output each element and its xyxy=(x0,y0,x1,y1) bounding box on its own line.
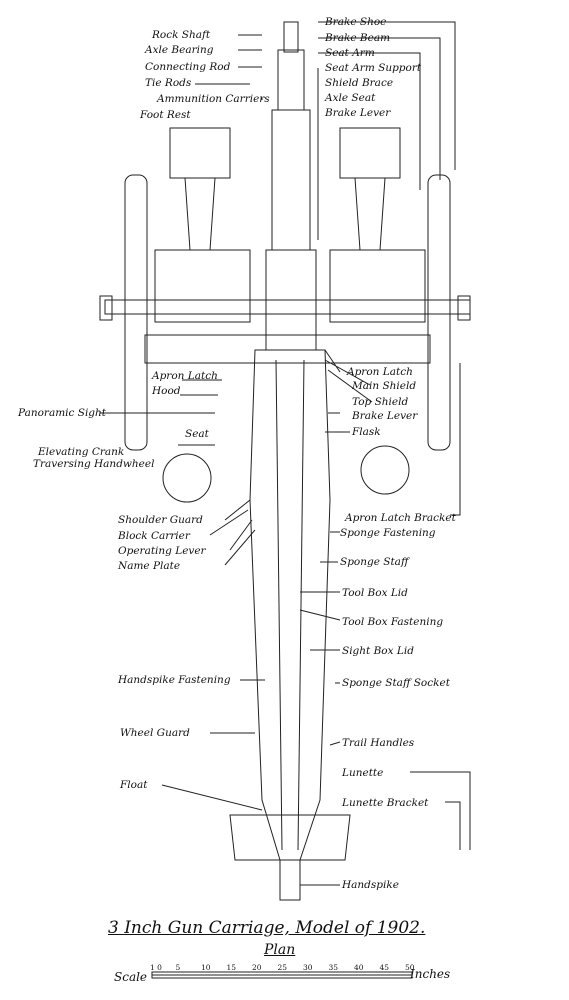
scale-tick-label: 1 0 xyxy=(150,963,162,972)
scale-tick-label: 50 xyxy=(405,963,415,972)
label-sight-box-lid: Sight Box Lid xyxy=(342,645,414,657)
label-axle-bearing: Axle Bearing xyxy=(145,44,214,56)
drawing-subtitle: Plan xyxy=(264,942,296,958)
scale-label: Scale xyxy=(114,970,148,984)
handspike xyxy=(279,859,301,901)
label-apron-latch-left: Apron Latch xyxy=(152,370,218,382)
scale-tick-label: 40 xyxy=(354,963,364,972)
scale-tick-label: 10 xyxy=(201,963,211,972)
right-seat xyxy=(360,445,410,495)
label-apron-latch-right: Apron Latch xyxy=(347,366,413,378)
scale-tick-label: 20 xyxy=(252,963,262,972)
label-shield-brace: Shield Brace xyxy=(325,77,394,89)
label-elevating-crank: Elevating Crank xyxy=(38,446,125,458)
label-main-shield: Main Shield xyxy=(352,380,417,392)
label-sponge-fastening: Sponge Fastening xyxy=(340,527,436,539)
label-traversing-handwheel: Traversing Handwheel xyxy=(33,458,155,470)
label-brake-lever-top: Brake Lever xyxy=(325,107,391,119)
label-panoramic-sight: Panoramic Sight xyxy=(18,407,107,419)
scale-tick-label: 5 xyxy=(175,963,181,972)
right-foot-rest xyxy=(339,127,401,179)
label-trail-handles: Trail Handles xyxy=(342,737,415,749)
label-seat-arm-support: Seat Arm Support xyxy=(325,62,422,74)
label-brake-beam: Brake Beam xyxy=(325,32,391,44)
label-apron-latch-bracket: Apron Latch Bracket xyxy=(345,512,456,524)
trail xyxy=(249,349,331,861)
label-seat-arm: Seat Arm xyxy=(325,47,375,59)
label-tool-box-lid: Tool Box Lid xyxy=(342,587,408,599)
left-wheel xyxy=(124,174,148,451)
lunette-bracket xyxy=(229,814,351,861)
label-brake-shoe: Brake Shoe xyxy=(325,16,387,28)
left-seat xyxy=(162,453,212,503)
label-foot-rest: Foot Rest xyxy=(140,109,191,121)
label-top-shield: Top Shield xyxy=(352,396,409,408)
label-rock-shaft: Rock Shaft xyxy=(152,29,211,41)
scale-unit: Inches xyxy=(410,967,451,981)
label-sponge-staff: Sponge Staff xyxy=(340,556,409,568)
label-operating-lever: Operating Lever xyxy=(118,545,206,557)
label-hood: Hood xyxy=(152,385,181,397)
left-ammunition-carrier xyxy=(154,249,251,323)
label-wheel-guard: Wheel Guard xyxy=(120,727,190,739)
label-lunette-bracket: Lunette Bracket xyxy=(342,797,429,809)
label-name-plate: Name Plate xyxy=(118,560,181,572)
scale-tick-label: 30 xyxy=(303,963,313,972)
drawing-title: 3 Inch Gun Carriage, Model of 1902. xyxy=(108,918,426,938)
scale-tick-label: 25 xyxy=(277,963,288,972)
label-handspike: Handspike xyxy=(342,879,399,891)
right-wheel xyxy=(427,174,451,451)
muzzle xyxy=(283,21,299,53)
label-flask: Flask xyxy=(352,426,381,438)
label-float: Float xyxy=(120,779,148,791)
label-seat: Seat xyxy=(185,428,209,440)
label-handspike-fastening: Handspike Fastening xyxy=(118,674,231,686)
scale-tick-label: 35 xyxy=(328,963,339,972)
label-lunette: Lunette xyxy=(342,767,384,779)
label-ammunition-carriers: Ammunition Carriers xyxy=(157,93,270,105)
left-foot-rest xyxy=(169,127,231,179)
label-tie-rods: Tie Rods xyxy=(145,77,192,89)
label-connecting-rod: Connecting Rod xyxy=(145,61,231,73)
scale-tick-label: 45 xyxy=(379,963,390,972)
label-block-carrier: Block Carrier xyxy=(118,530,190,542)
label-brake-lever-lower: Brake Lever xyxy=(352,410,418,422)
label-sponge-staff-socket: Sponge Staff Socket xyxy=(342,677,450,689)
label-tool-box-fastening: Tool Box Fastening xyxy=(342,616,444,628)
axle xyxy=(104,299,471,315)
right-ammunition-carrier xyxy=(329,249,426,323)
scale-tick-label: 15 xyxy=(226,963,237,972)
label-axle-seat: Axle Seat xyxy=(325,92,376,104)
label-shoulder-guard: Shoulder Guard xyxy=(118,514,203,526)
